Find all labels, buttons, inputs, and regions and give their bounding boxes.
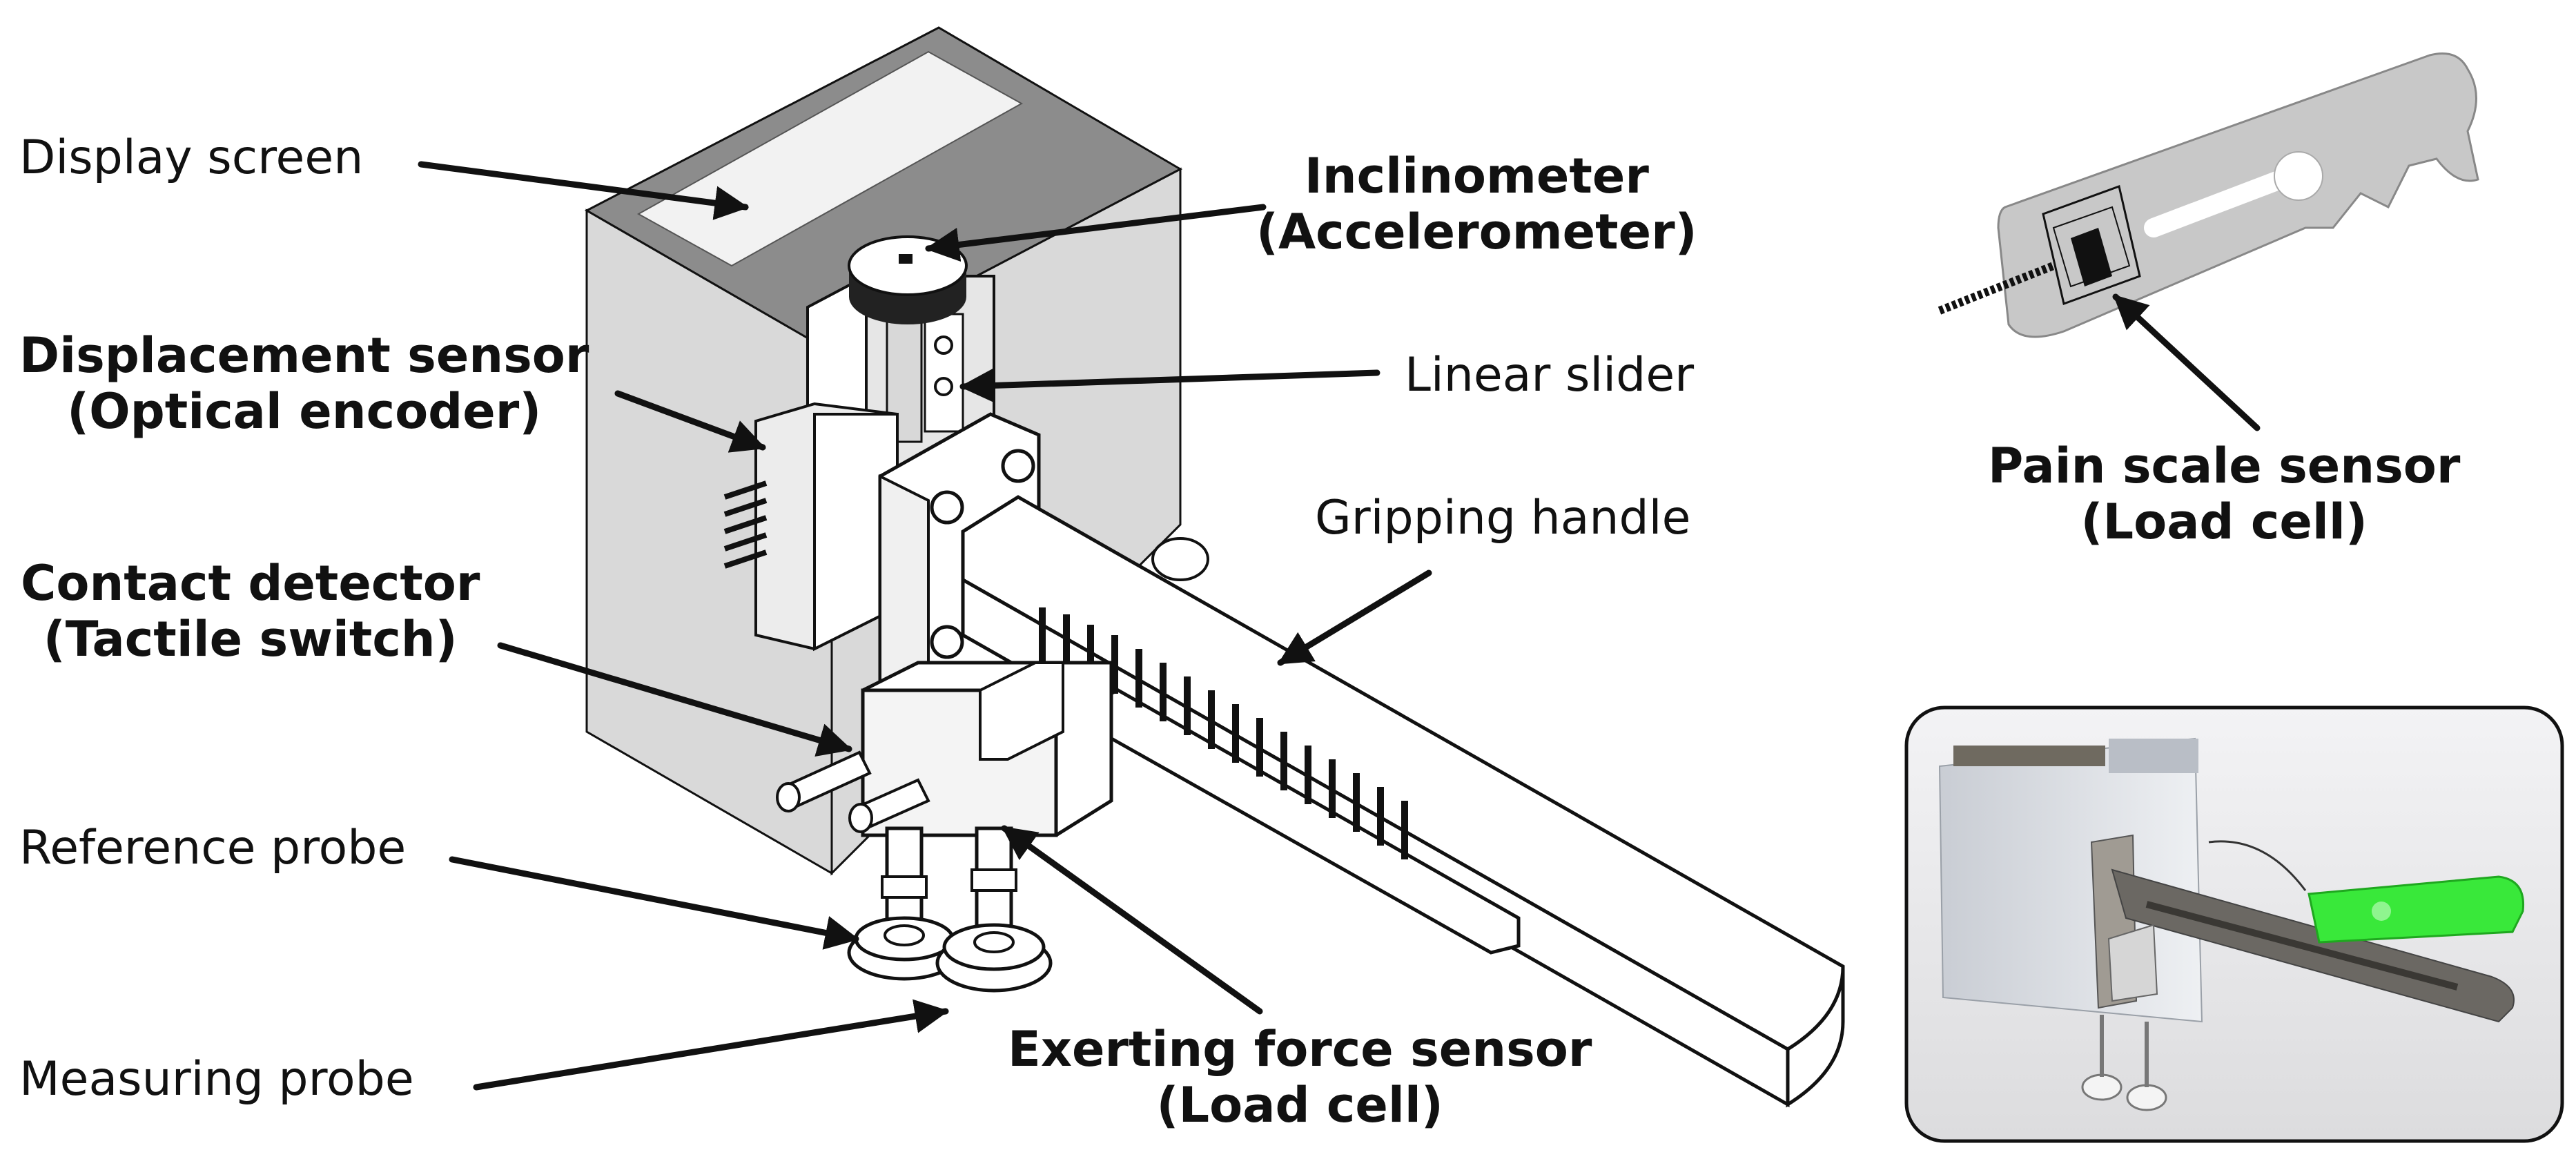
label-pain-scale-sensor-line1: Pain scale sensor xyxy=(1988,438,2461,494)
device-photo xyxy=(1904,705,2564,1143)
pain-scale-sensor xyxy=(1938,52,2479,338)
arrow-gripping-handle xyxy=(1277,569,1432,666)
label-exerting-force-sensor: Exerting force sensor (Load cell) xyxy=(1008,1022,1592,1133)
label-displacement-sensor-line2: (Optical encoder) xyxy=(67,382,542,440)
measuring-probe xyxy=(935,826,1053,993)
contact-detector-block xyxy=(776,661,1113,837)
label-inclinometer-line1: Inclinometer xyxy=(1304,148,1649,204)
reference-probe xyxy=(847,826,962,981)
label-displacement-sensor: Displacement sensor (Optical encoder) xyxy=(19,328,589,439)
arrow-displacement-sensor xyxy=(614,390,766,453)
arrow-measuring-probe xyxy=(473,999,949,1091)
arrow-reference-probe xyxy=(449,856,859,950)
label-reference-probe: Reference probe xyxy=(19,821,407,875)
handle-ridges xyxy=(1039,607,1408,859)
inclinometer-disc xyxy=(848,235,968,324)
label-exerting-force-sensor-line1: Exerting force sensor xyxy=(1008,1021,1592,1078)
label-display-screen: Display screen xyxy=(19,130,364,185)
label-pain-scale-sensor-line2: (Load cell) xyxy=(2080,493,2368,550)
label-exerting-force-sensor-line2: (Load cell) xyxy=(1156,1076,1443,1133)
label-inclinometer-line2: (Accelerometer) xyxy=(1256,203,1697,260)
label-contact-detector-line2: (Tactile switch) xyxy=(43,610,458,668)
arrow-inclinometer xyxy=(925,204,1267,262)
gripping-handle xyxy=(961,495,1845,1108)
tactile-switch-pin xyxy=(776,750,872,812)
encoder-coil xyxy=(723,480,768,569)
label-gripping-handle: Gripping handle xyxy=(1315,491,1691,545)
displacement-sensor-bracket xyxy=(723,402,899,652)
arrow-display-screen xyxy=(418,161,749,220)
label-measuring-probe: Measuring probe xyxy=(19,1052,414,1107)
arrow-exerting-force xyxy=(1001,825,1263,1015)
contact-pin-2 xyxy=(848,778,930,833)
arrow-pain-scale xyxy=(2112,293,2261,431)
arrow-contact-detector xyxy=(497,642,852,757)
label-pain-scale-sensor: Pain scale sensor (Load cell) xyxy=(1988,438,2460,549)
label-linear-slider: Linear slider xyxy=(1405,348,1695,402)
label-inclinometer: Inclinometer (Accelerometer) xyxy=(1256,148,1697,260)
label-displacement-sensor-line1: Displacement sensor xyxy=(19,327,589,384)
leader-arrows xyxy=(418,161,2261,1091)
label-contact-detector-line1: Contact detector xyxy=(21,555,480,612)
arrow-linear-slider xyxy=(959,368,1380,403)
label-contact-detector: Contact detector (Tactile switch) xyxy=(21,556,480,667)
